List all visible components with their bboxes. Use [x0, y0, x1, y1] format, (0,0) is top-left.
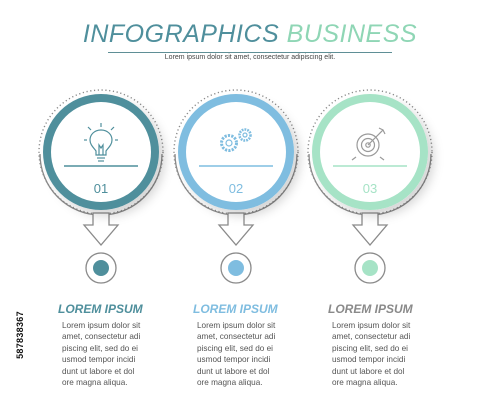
step-3-marker-dot [362, 260, 378, 276]
step-1-face [51, 102, 151, 202]
infographic-title: INFOGRAPHICS BUSINESS [0, 20, 500, 49]
step-1-dotted-ring [38, 89, 164, 215]
step-1: 01 [38, 89, 164, 284]
step-3: 03 [307, 89, 433, 284]
title-part-1: INFOGRAPHICS [82, 20, 280, 48]
step-2-dotted-ring [173, 89, 299, 215]
step-3-dotted-ring [307, 89, 433, 215]
lightbulb-icon [84, 123, 118, 162]
step-2: 02 [173, 89, 299, 284]
target-icon [351, 127, 386, 161]
subtitle: Lorem ipsum dolor sit amet, consectetur … [164, 54, 336, 61]
step-3-face [320, 102, 420, 202]
step-1-arrow [82, 212, 120, 247]
title-part-2: BUSINESS [286, 20, 418, 48]
gears-icon [220, 128, 252, 152]
step-1-body: Lorem ipsum dolor sit amet, consectetur … [62, 321, 141, 388]
step-3-number: 03 [363, 181, 377, 196]
step-2-marker-dot [228, 260, 244, 276]
title-underline [108, 52, 392, 53]
step-2-arrow [217, 212, 255, 247]
step-2-face [186, 102, 286, 202]
step-2-title: LOREM IPSUM [193, 302, 278, 316]
step-3-arrow [351, 212, 389, 247]
step-1-title: LOREM IPSUM [58, 302, 143, 316]
step-2-body: Lorem ipsum dolor sit amet, consectetur … [197, 321, 276, 388]
step-2-number: 02 [229, 181, 243, 196]
stock-image-id: 587838367 [15, 311, 25, 359]
step-3-body: Lorem ipsum dolor sit amet, consectetur … [332, 321, 411, 388]
step-1-marker-dot [93, 260, 109, 276]
step-1-number: 01 [94, 181, 108, 196]
step-3-title: LOREM IPSUM [328, 302, 413, 316]
